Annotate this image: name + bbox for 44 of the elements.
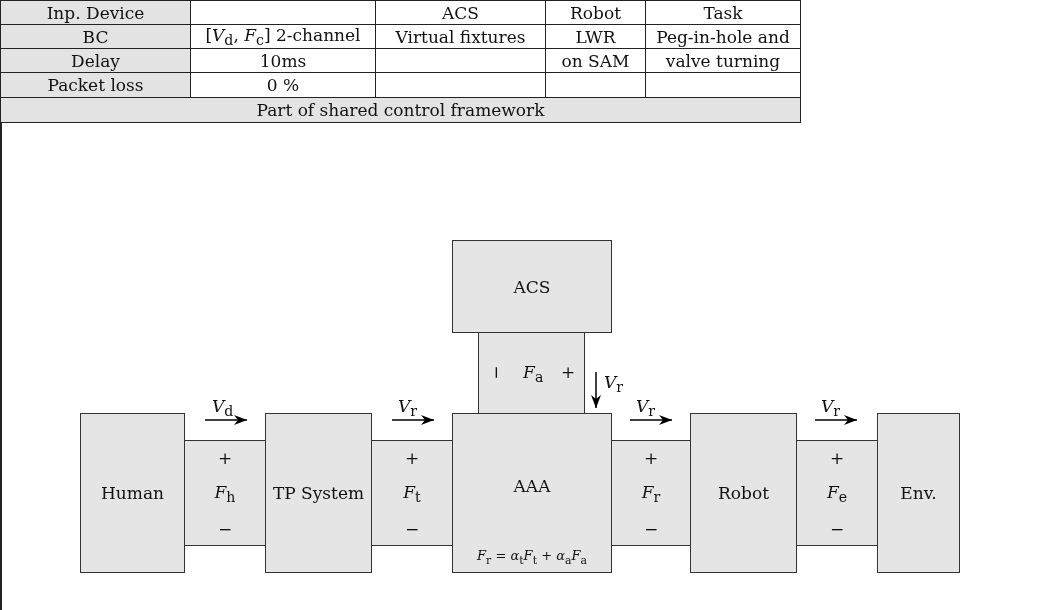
sign-label: +	[216, 449, 234, 468]
row-header-cell: Part of shared control framework	[0, 97, 801, 123]
port-box	[611, 440, 691, 546]
block-label: Env.	[899, 483, 938, 503]
force-label: F$_{a}$	[523, 363, 544, 387]
velocity-label: V$_{r}$	[821, 396, 841, 420]
environment-block	[877, 413, 960, 573]
human-block	[80, 413, 185, 573]
block-label: ACS	[512, 277, 552, 296]
table-cell: Task	[645, 0, 801, 25]
velocity-label: V$_{d}$	[212, 396, 234, 420]
port-box	[184, 440, 266, 546]
controller-block	[452, 240, 612, 333]
sign-label: −	[216, 520, 234, 539]
sign-label: −	[403, 520, 421, 539]
block-label: TP System	[271, 483, 366, 503]
sign-label: +	[828, 449, 846, 468]
sign-label: −	[487, 365, 506, 380]
block-label: Robot	[717, 483, 770, 503]
row-header-cell: Packet loss	[0, 72, 191, 98]
robot-block	[690, 413, 797, 573]
row-header-cell: Inp. Device	[0, 0, 191, 25]
velocity-label: V$_{r}$	[636, 396, 656, 420]
block-label: Human	[100, 483, 165, 503]
force-label: F$_{r}$	[640, 482, 662, 506]
row-header-cell: BC	[0, 24, 191, 49]
system-block	[265, 413, 372, 573]
sign-label: −	[642, 520, 660, 539]
port-box	[371, 440, 453, 546]
sign-label: −	[828, 520, 846, 539]
arbitration-block	[452, 413, 612, 573]
row-header-cell: Delay	[0, 48, 191, 73]
velocity-label: V$_{r}$	[398, 396, 418, 420]
sign-label: +	[403, 449, 421, 468]
port-box	[478, 332, 585, 414]
velocity-label: V$_{r}$	[604, 372, 624, 396]
force-label: F$_{t}$	[402, 482, 422, 506]
sign-label: +	[560, 363, 576, 383]
port-box	[796, 440, 878, 546]
block-label: AAA	[512, 477, 552, 496]
sign-label: +	[642, 449, 660, 468]
force-label: F$_{e}$	[825, 482, 849, 506]
force-label: F$_{h}$	[213, 482, 237, 506]
formula-label: F$_{r}$ = α$_{t}$F$_{t}$ + α$_{a}$F$_{a}$	[476, 548, 588, 566]
